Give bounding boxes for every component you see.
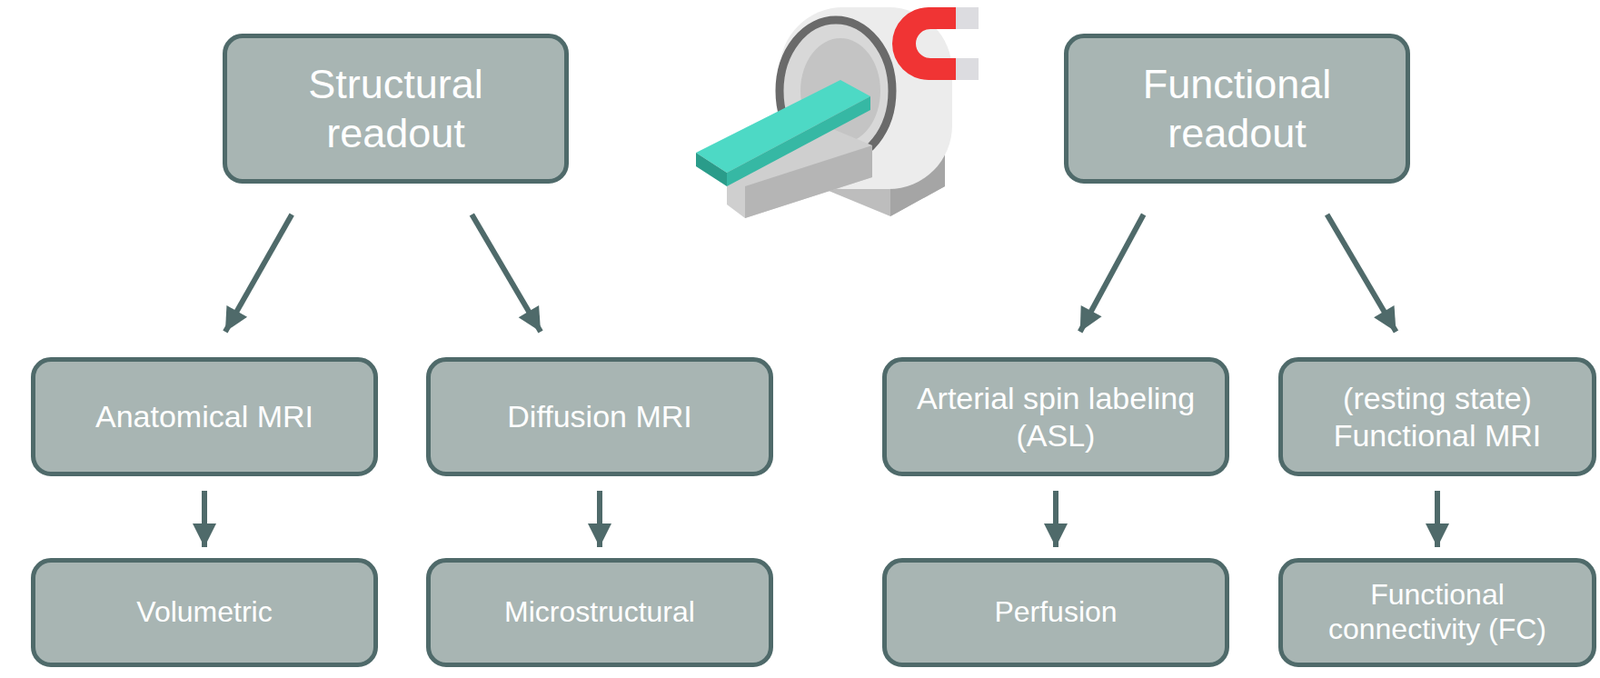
- box-label: Functional connectivity (FC): [1297, 577, 1578, 647]
- patient-bed-edge: [695, 152, 727, 187]
- arrow-connector: [1434, 490, 1441, 547]
- box-label: Functional readout: [1083, 59, 1392, 157]
- readout-box: Functional readout: [1063, 33, 1411, 184]
- patient-bed-side: [726, 96, 871, 187]
- arrow-connector: [1327, 214, 1397, 332]
- arrow-connector: [201, 490, 208, 547]
- box-label: Anatomical MRI: [95, 397, 314, 435]
- magnet-pole: [955, 58, 979, 80]
- arrow-connector: [225, 214, 292, 332]
- method-box: Anatomical MRI: [30, 357, 378, 477]
- method-box: Diffusion MRI: [426, 357, 774, 477]
- box-label: Diffusion MRI: [506, 397, 692, 435]
- measure-box: Perfusion: [882, 557, 1230, 667]
- box-label: (resting state) Functional MRI: [1297, 379, 1578, 453]
- arrow-connector: [1080, 214, 1144, 332]
- arrow-connector: [471, 214, 541, 332]
- magnet-pole: [955, 7, 979, 30]
- arrow-connector: [596, 490, 603, 547]
- readout-box: Structural readout: [222, 33, 569, 184]
- patient-bed: [695, 79, 871, 173]
- magnet-icon: [892, 7, 979, 80]
- box-label: Microstructural: [504, 595, 696, 630]
- box-label: Structural readout: [241, 59, 550, 157]
- measure-box: Functional connectivity (FC): [1278, 557, 1597, 667]
- box-label: Volumetric: [136, 595, 272, 630]
- measure-box: Microstructural: [426, 557, 774, 667]
- box-label: Perfusion: [993, 595, 1117, 630]
- measure-box: Volumetric: [30, 557, 378, 667]
- box-label: Arterial spin labeling (ASL): [901, 379, 1211, 453]
- method-box: Arterial spin labeling (ASL): [882, 357, 1230, 477]
- method-box: (resting state) Functional MRI: [1278, 357, 1597, 477]
- arrow-connector: [1053, 490, 1059, 547]
